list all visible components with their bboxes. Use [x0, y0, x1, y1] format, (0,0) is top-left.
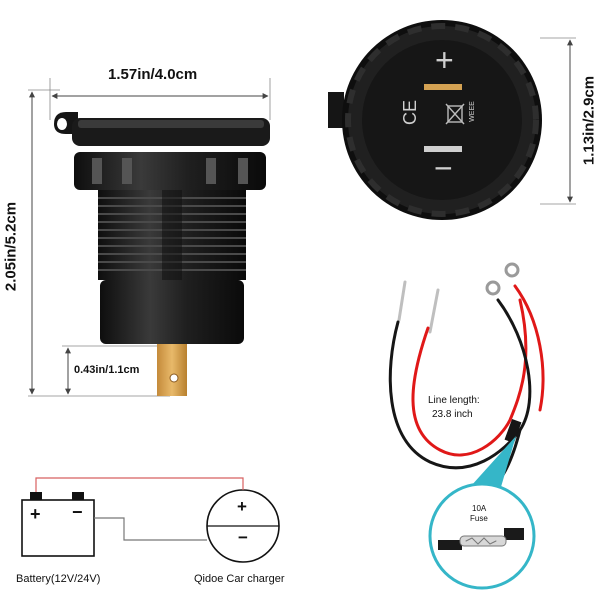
line-length-value: 23.8 inch — [432, 409, 473, 420]
battery-minus-sign: − — [72, 502, 83, 522]
height-dimension-label: 2.05in/5.2cm — [2, 201, 20, 292]
line-length-label: Line length: — [428, 395, 480, 406]
face-plus-symbol: + — [435, 42, 454, 78]
charger-minus-sign: − — [238, 528, 248, 547]
ce-mark: CE — [400, 99, 421, 126]
red-wire — [411, 298, 528, 457]
negative-wire — [94, 517, 207, 541]
face-minus-symbol: − — [434, 150, 453, 186]
socket-side-view — [28, 78, 271, 397]
positive-wire — [35, 477, 244, 492]
negative-contact — [424, 146, 462, 152]
width-dimension-label: 1.57in/4.0cm — [108, 66, 198, 83]
black-wire — [388, 298, 532, 470]
charger-label: Qidoe Car charger — [194, 573, 285, 585]
positive-contact — [424, 84, 462, 90]
fuse-label: Fuse — [470, 514, 488, 523]
terminal-dimension-label: 0.43in/1.1cm — [74, 364, 140, 376]
battery-label: Battery(12V/24V) — [16, 573, 101, 585]
weee-icon — [445, 103, 465, 125]
wiring-schematic — [21, 477, 280, 563]
battery-symbol — [21, 499, 95, 557]
cable-assembly — [388, 262, 545, 590]
charger-plus-sign: + — [237, 497, 247, 516]
socket-front-view — [328, 20, 576, 220]
face-dimension-label: 1.13in/2.9cm — [580, 75, 598, 166]
fuse-rating: 10A — [472, 504, 487, 513]
weee-mark: WEEE — [468, 101, 476, 122]
battery-plus-sign: + — [30, 504, 41, 524]
terminal-tab — [157, 344, 187, 396]
